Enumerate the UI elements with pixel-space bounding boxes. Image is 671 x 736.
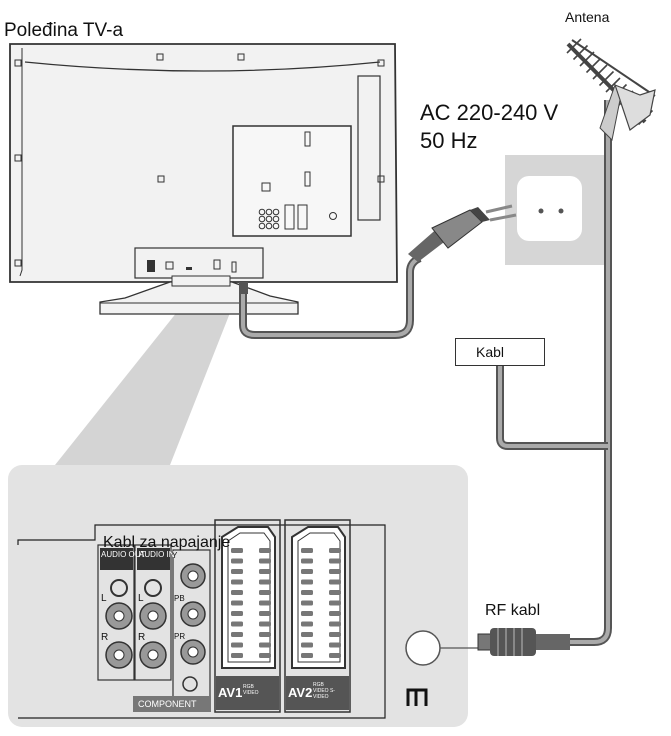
power-plug bbox=[408, 204, 517, 262]
power-cable-highlight bbox=[241, 256, 421, 337]
av1-label: AV1 bbox=[218, 685, 243, 700]
scart-pin bbox=[231, 653, 243, 658]
scart-pin bbox=[259, 590, 271, 595]
scart-pin bbox=[301, 548, 313, 553]
scart-pin bbox=[259, 621, 271, 627]
av2-label: AV2 bbox=[288, 685, 313, 700]
power-cable-plug-tv bbox=[239, 282, 248, 294]
audio-out-r-label: R bbox=[101, 632, 109, 643]
scart-pin bbox=[259, 642, 271, 648]
audio-out-l-label: L bbox=[101, 593, 107, 604]
scart-pin bbox=[301, 600, 313, 606]
scart-pin bbox=[329, 548, 341, 553]
cable-label: Kabl bbox=[455, 338, 545, 366]
rf-socket bbox=[405, 630, 441, 666]
scart-pin bbox=[301, 632, 313, 637]
scart-pin bbox=[259, 653, 271, 658]
antenna-element bbox=[605, 77, 621, 93]
scart-pin bbox=[259, 569, 271, 574]
antenna-element bbox=[585, 57, 602, 74]
scart-pin bbox=[231, 590, 243, 595]
scart-pin bbox=[329, 653, 341, 658]
scart-pin bbox=[301, 653, 313, 658]
scart-pin bbox=[329, 569, 341, 574]
scart-pin bbox=[329, 558, 341, 564]
av1-sub-label: RGB VIDEO bbox=[243, 684, 259, 696]
wall-socket bbox=[505, 155, 605, 265]
panel-outline bbox=[17, 524, 386, 719]
audio-out-label: AUDIO OUT bbox=[101, 550, 146, 559]
scart-pin bbox=[231, 558, 243, 564]
rf-plug bbox=[477, 628, 570, 656]
tv-back-title: Poleđina TV-a bbox=[4, 20, 124, 41]
scart-pin bbox=[301, 579, 313, 585]
pb-label: PB bbox=[174, 594, 185, 603]
scart-pins bbox=[231, 548, 341, 658]
scart-pin bbox=[329, 600, 341, 606]
scart-pin bbox=[259, 632, 271, 637]
audio-in-label: AUDIO IN bbox=[139, 550, 175, 559]
audio-in-jacks bbox=[134, 544, 172, 681]
antenna-element bbox=[572, 44, 589, 61]
rf-cable-label: RF kabl bbox=[485, 602, 541, 619]
antenna-icon bbox=[566, 38, 656, 142]
scart-pin bbox=[301, 642, 313, 648]
scart-pin bbox=[231, 600, 243, 606]
component-jacks bbox=[133, 549, 211, 712]
antenna-element bbox=[579, 51, 595, 67]
audio-out-jacks bbox=[97, 544, 135, 681]
scart-pin bbox=[231, 632, 243, 637]
scart-pin bbox=[231, 611, 243, 616]
tv-back bbox=[9, 43, 398, 315]
scart-pin bbox=[329, 611, 341, 616]
power-cable-label: Kabl za napajanje bbox=[103, 534, 231, 551]
antenna-element bbox=[566, 38, 582, 54]
antenna-element bbox=[592, 64, 608, 80]
scart-pin bbox=[231, 642, 243, 648]
audio-in-l-label: L bbox=[138, 593, 144, 604]
antenna-symbol bbox=[406, 688, 428, 706]
scart-pin bbox=[329, 642, 341, 648]
scart-pin bbox=[301, 621, 313, 627]
av2-sub-label: RGB VIDEO S-VIDEO bbox=[313, 682, 335, 700]
cable-branch bbox=[496, 364, 608, 450]
scart-pin bbox=[329, 632, 341, 637]
scart-pin bbox=[259, 558, 271, 564]
frequency-label: 50 Hz bbox=[420, 128, 478, 153]
scart-pin bbox=[259, 579, 271, 585]
scart-pin bbox=[329, 579, 341, 585]
scart-pin bbox=[231, 569, 243, 574]
scart-pin bbox=[301, 558, 313, 564]
scart-pin bbox=[231, 621, 243, 627]
scart-pin bbox=[329, 621, 341, 627]
scart-pin bbox=[259, 548, 271, 553]
antenna-element bbox=[598, 70, 615, 87]
cable-branch-highlight bbox=[498, 364, 608, 448]
scart-pin bbox=[259, 611, 271, 616]
scart-pin bbox=[231, 548, 243, 553]
antenna-cable-highlight bbox=[570, 100, 610, 644]
scart-pin bbox=[259, 600, 271, 606]
scart-pin bbox=[301, 569, 313, 574]
scart-pin bbox=[301, 590, 313, 595]
component-label: COMPONENT bbox=[138, 699, 197, 709]
audio-in-r-label: R bbox=[138, 632, 146, 643]
antenna-label: Antena bbox=[565, 9, 610, 25]
pr-label: PR bbox=[174, 632, 186, 641]
scart-pin bbox=[329, 590, 341, 595]
scart-pin bbox=[231, 579, 243, 585]
y-label: Y bbox=[172, 551, 178, 560]
voltage-label: AC 220-240 V bbox=[420, 100, 559, 125]
scart-pin bbox=[301, 611, 313, 616]
